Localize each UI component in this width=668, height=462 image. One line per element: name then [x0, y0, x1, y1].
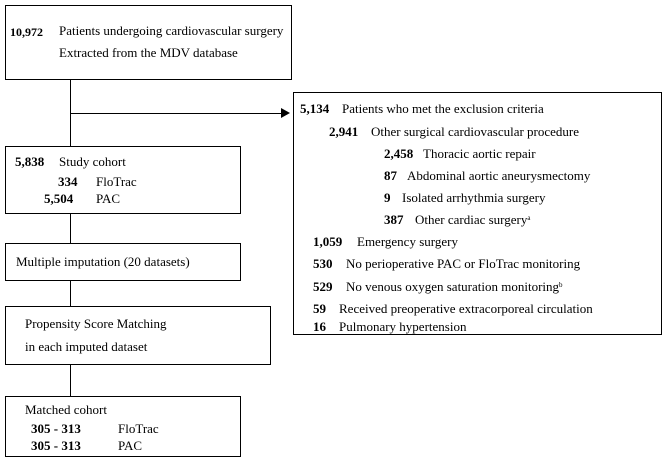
matched-pac-count: 305 - 313 — [31, 438, 81, 453]
sub-item-label: Other cardiac surgerya — [415, 212, 531, 227]
matched-flotrac-count: 305 - 313 — [31, 421, 81, 436]
study-count: 5,838 — [15, 154, 45, 169]
study-pac-label: PAC — [96, 191, 121, 206]
other-surgical-count: 2,941 — [329, 124, 359, 139]
arrow-head — [281, 108, 290, 118]
item-label: Emergency surgery — [357, 234, 458, 249]
top-count: 10,972 — [10, 25, 43, 39]
sub-item-count: 9 — [384, 190, 391, 205]
sub-item-label: Thoracic aortic repair — [423, 146, 536, 161]
matched-flotrac-label: FloTrac — [118, 421, 159, 436]
study-title: Study cohort — [59, 154, 126, 169]
footnote-marker: b — [559, 281, 563, 289]
connector-main-4 — [70, 364, 71, 397]
imputation-label: Multiple imputation (20 datasets) — [16, 254, 190, 269]
connector-main-3 — [70, 280, 71, 307]
exclusion-box: 5,134 Patients who met the exclusion cri… — [293, 92, 662, 335]
psm-line2: in each imputed dataset — [25, 339, 148, 354]
imputation-box: Multiple imputation (20 datasets) — [5, 243, 241, 281]
footnote-marker: a — [527, 214, 531, 222]
exclusion-count: 5,134 — [300, 101, 330, 116]
top-box: 10,972 Patients undergoing cardiovascula… — [5, 5, 292, 80]
item-count: 530 — [313, 256, 333, 271]
sub-item-count: 2,458 — [384, 146, 414, 161]
exclusion-title: Patients who met the exclusion criteria — [342, 101, 544, 116]
item-label: No perioperative PAC or FloTrac monitori… — [346, 256, 581, 271]
top-line2: Extracted from the MDV database — [59, 45, 238, 60]
sub-item-count: 87 — [384, 168, 397, 183]
matched-pac-label: PAC — [118, 438, 143, 453]
connector-branch — [70, 113, 282, 114]
matched-title: Matched cohort — [25, 402, 107, 417]
item-count: 529 — [313, 279, 333, 294]
study-pac-count: 5,504 — [44, 191, 74, 206]
connector-main-2 — [70, 213, 71, 244]
item-count: 59 — [313, 301, 326, 316]
item-label: Pulmonary hypertension — [339, 319, 467, 334]
other-surgical-label: Other surgical cardiovascular procedure — [371, 124, 580, 139]
matched-cohort-box: Matched cohort 305 - 313 FloTrac 305 - 3… — [5, 396, 241, 457]
item-label: No venous oxygen saturation monitoringb — [346, 279, 563, 294]
sub-item-label: Isolated arrhythmia surgery — [402, 190, 546, 205]
psm-box: Propensity Score Matching in each impute… — [5, 306, 271, 365]
item-count: 1,059 — [313, 234, 343, 249]
top-line1: Patients undergoing cardiovascular surge… — [59, 23, 284, 38]
study-flotrac-label: FloTrac — [96, 174, 137, 189]
study-flotrac-count: 334 — [58, 174, 78, 189]
sub-item-count: 387 — [384, 212, 404, 227]
item-label: Received preoperative extracorporeal cir… — [339, 301, 593, 316]
psm-line1: Propensity Score Matching — [25, 316, 167, 331]
study-cohort-box: 5,838 Study cohort 334 FloTrac 5,504 PAC — [5, 146, 241, 214]
sub-item-label: Abdominal aortic aneurysmectomy — [407, 168, 591, 183]
item-count: 16 — [313, 319, 326, 334]
